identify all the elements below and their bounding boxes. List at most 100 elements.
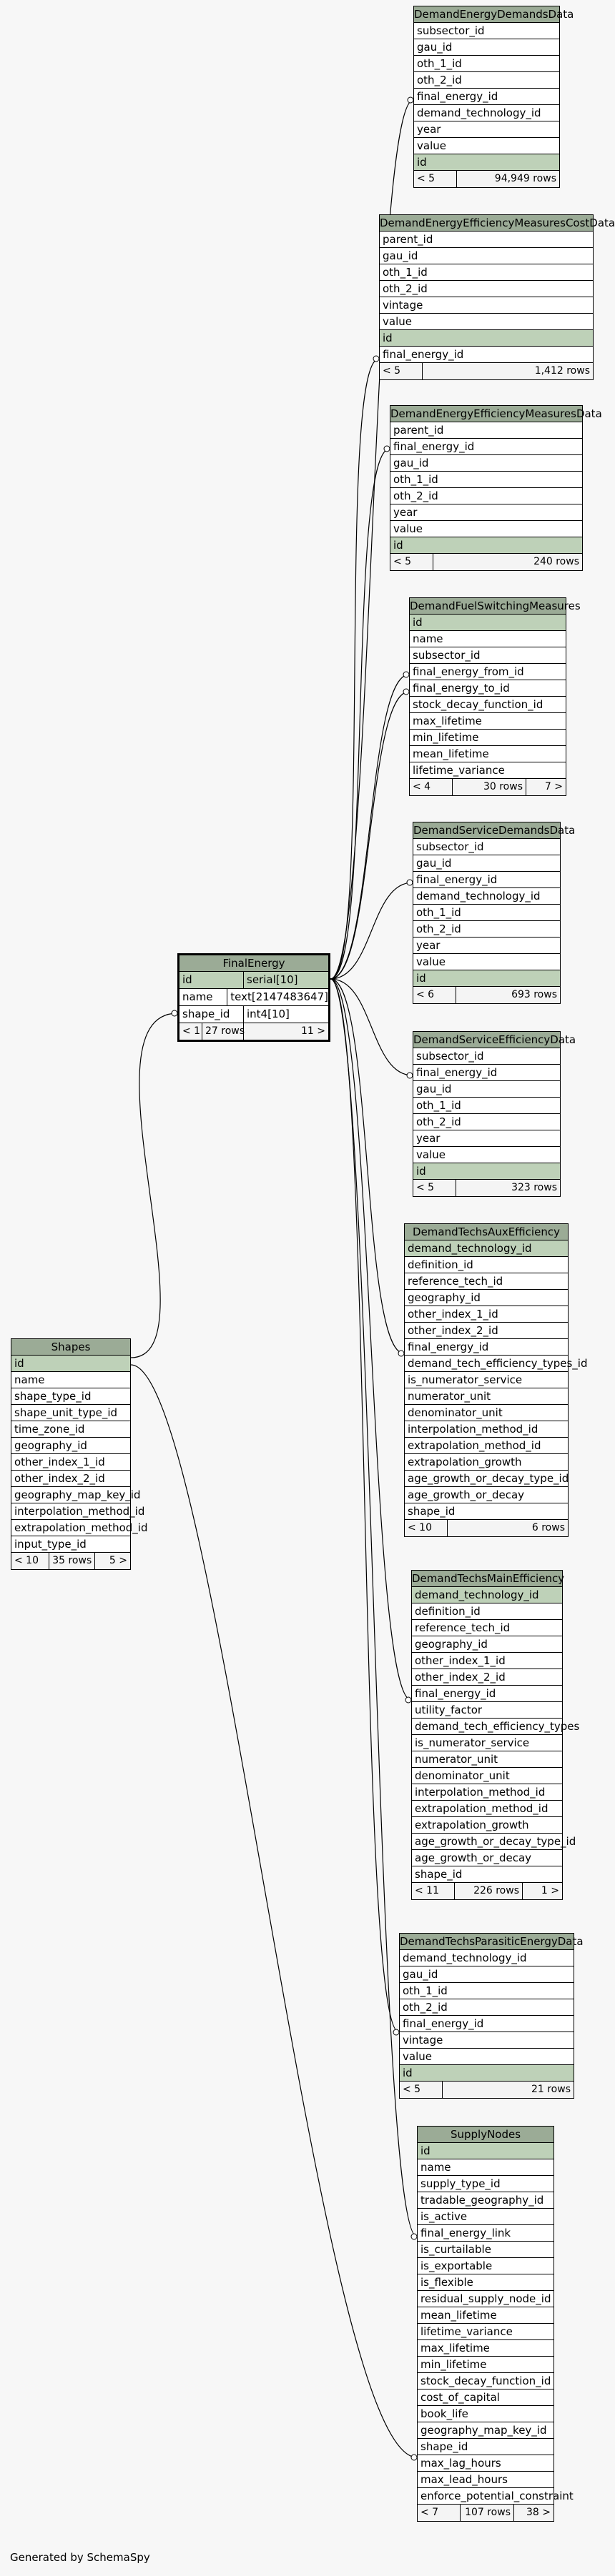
column-row: shape_id bbox=[405, 1503, 568, 1520]
key-column-row: demand_technology_id bbox=[412, 1587, 562, 1603]
children-count: 38 > bbox=[526, 2507, 551, 2518]
column-row: oth_2_id bbox=[413, 1114, 560, 1130]
column-row: gau_id bbox=[414, 39, 559, 56]
column-name: id bbox=[179, 972, 244, 988]
parents-count: < 1 bbox=[179, 1023, 202, 1040]
key-column-row: id bbox=[11, 1356, 130, 1372]
column-row: shape_id bbox=[418, 2439, 554, 2455]
table-title: SupplyNodes bbox=[418, 2127, 554, 2143]
parents-count: < 7 bbox=[418, 2505, 461, 2521]
table-title: DemandServiceDemandsData bbox=[413, 822, 575, 839]
row-count: 30 rows bbox=[453, 779, 526, 795]
column-row: enforce_potential_constraint bbox=[418, 2488, 574, 2505]
table-title: DemandEnergyEfficiencyMeasuresCostData bbox=[380, 215, 615, 232]
crowfoot-marker bbox=[410, 2454, 418, 2461]
column-row: shape_unit_type_id bbox=[11, 1405, 130, 1421]
column-row: interpolation_method_id bbox=[405, 1421, 568, 1438]
children-count: 5 > bbox=[109, 1555, 127, 1566]
key-column-row: id bbox=[413, 1163, 560, 1180]
row-count: 35 rows bbox=[49, 1553, 96, 1569]
column-row: demand_tech_efficiency_types bbox=[412, 1719, 579, 1735]
column-row: oth_1_id bbox=[414, 56, 559, 72]
column-row: demand_technology_id bbox=[400, 1950, 574, 1966]
column-row: name bbox=[418, 2159, 554, 2176]
table-title: Shapes bbox=[11, 1339, 130, 1356]
column-row: final_energy_from_id bbox=[410, 664, 566, 680]
column-row: gau_id bbox=[390, 455, 582, 472]
column-row: residual_supply_node_id bbox=[418, 2291, 554, 2307]
column-row: other_index_1_id bbox=[412, 1653, 562, 1669]
column-row: final_energy_id bbox=[412, 1686, 562, 1702]
row-count: 94,949 rows bbox=[494, 173, 556, 184]
column-row: year bbox=[413, 1130, 560, 1147]
column-row: oth_1_id bbox=[413, 905, 560, 921]
column-row: oth_2_id bbox=[380, 281, 593, 297]
table-title: DemandFuelSwitchingMeasures bbox=[410, 598, 581, 615]
column-row: other_index_2_id bbox=[405, 1323, 568, 1339]
column-type: int4[10] bbox=[247, 1008, 290, 1020]
column-row: time_zone_id bbox=[11, 1421, 130, 1438]
column-row: is_curtailable bbox=[418, 2242, 554, 2258]
column-row: extrapolation_method_id bbox=[412, 1801, 562, 1817]
column-row: extrapolation_growth bbox=[412, 1817, 562, 1834]
relationship-line bbox=[330, 448, 390, 980]
parents-count: < 6 bbox=[413, 987, 456, 1003]
column-row: geography_id bbox=[412, 1636, 562, 1653]
column-row: is_flexible bbox=[418, 2274, 554, 2291]
column-row: oth_1_id bbox=[380, 264, 593, 281]
column-row: value bbox=[414, 138, 559, 154]
column-row: shape_id int4[10] bbox=[179, 1006, 328, 1023]
children-count: 1 > bbox=[541, 1885, 559, 1896]
crowfoot-marker bbox=[410, 2233, 418, 2240]
column-row: final_energy_id bbox=[390, 439, 582, 455]
column-row: max_lifetime bbox=[418, 2340, 554, 2357]
column-row: age_growth_or_decay bbox=[405, 1487, 568, 1503]
column-row: gau_id bbox=[400, 1966, 574, 1983]
generated-by-footer: Generated by SchemaSpy bbox=[10, 2551, 150, 2564]
key-column-row: id bbox=[390, 537, 582, 554]
crowfoot-marker bbox=[403, 671, 410, 678]
column-row: demand_tech_efficiency_types_id bbox=[405, 1356, 587, 1372]
column-name: name bbox=[179, 989, 228, 1005]
column-row: value bbox=[390, 521, 582, 537]
table-final-energy[interactable]: FinalEnergy id serial[10] name text[2147… bbox=[177, 953, 330, 1042]
row-count: 323 rows bbox=[511, 1182, 557, 1193]
column-row: stock_decay_function_id bbox=[410, 697, 566, 713]
crowfoot-marker bbox=[405, 1696, 412, 1704]
crowfoot-marker bbox=[406, 1072, 413, 1079]
column-type: text[2147483647] bbox=[230, 990, 328, 1003]
column-row: oth_2_id bbox=[390, 488, 582, 504]
relationship-line bbox=[330, 358, 380, 980]
column-row: subsector_id bbox=[410, 647, 566, 664]
column-row: parent_id bbox=[380, 232, 593, 248]
column-row: numerator_unit bbox=[405, 1388, 568, 1405]
table-title: DemandEnergyEfficiencyMeasuresData bbox=[390, 406, 602, 422]
parents-count: < 5 bbox=[390, 554, 433, 570]
key-column-row: id bbox=[414, 154, 559, 171]
column-row: age_growth_or_decay_type_id bbox=[405, 1471, 569, 1487]
column-row: supply_type_id bbox=[418, 2176, 554, 2192]
table-title: DemandTechsParasiticEnergyData bbox=[400, 1934, 584, 1950]
relationship-line bbox=[130, 1013, 178, 1358]
column-row: is_numerator_service bbox=[405, 1372, 568, 1388]
column-row: final_energy_id bbox=[400, 2016, 574, 2032]
key-column-row: demand_technology_id bbox=[405, 1240, 568, 1257]
table-title: FinalEnergy bbox=[179, 955, 328, 972]
column-row: subsector_id bbox=[414, 23, 559, 39]
relationship-line bbox=[130, 1364, 418, 2458]
